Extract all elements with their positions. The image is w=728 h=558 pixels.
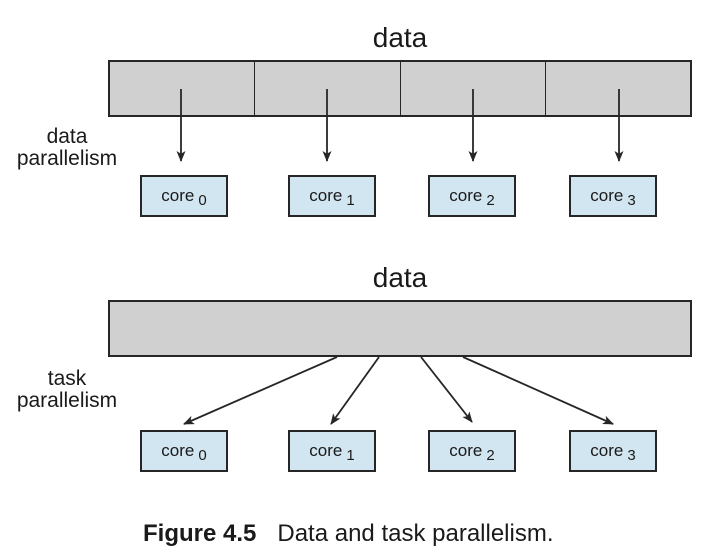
data-parallelism-label-line2: parallelism: [16, 147, 118, 170]
data-array-partitioned: [108, 60, 692, 117]
core-label: core: [449, 441, 483, 460]
fan-arrow-1: [330, 356, 380, 425]
core-index: 3: [627, 191, 636, 209]
core-box-bottom-3: core 3: [569, 430, 657, 472]
core-label: core: [309, 441, 343, 460]
core-index: 1: [346, 191, 355, 209]
core-label: core: [449, 186, 483, 205]
core-box-top-1: core 1: [288, 175, 376, 217]
data-segment-1: [254, 62, 399, 115]
data-segment-3: [544, 62, 690, 115]
task-parallelism-label-line2: parallelism: [16, 389, 118, 412]
core-label: core: [161, 186, 195, 205]
core-box-top-2: core 2: [428, 175, 516, 217]
core-box-bottom-1: core 1: [288, 430, 376, 472]
data-array-whole: [108, 300, 692, 357]
data-parallelism-label: data parallelism: [6, 126, 128, 170]
core-index: 1: [346, 446, 355, 464]
core-label: core: [309, 186, 343, 205]
core-index: 3: [627, 446, 636, 464]
core-box-bottom-0: core 0: [140, 430, 228, 472]
fan-arrow-0: [183, 356, 338, 425]
core-index: 2: [486, 191, 495, 209]
figure-caption: Figure 4.5 Data and task parallelism.: [143, 520, 554, 547]
core-label: core: [161, 441, 195, 460]
core-box-top-3: core 3: [569, 175, 657, 217]
bottom-data-title: data: [372, 262, 428, 293]
task-parallelism-label-line1: task: [47, 367, 87, 390]
core-label: core: [590, 441, 624, 460]
data-segment-2: [399, 62, 545, 115]
data-segment-0: [110, 62, 254, 115]
core-box-bottom-2: core 2: [428, 430, 516, 472]
task-parallelism-label: task parallelism: [6, 368, 128, 412]
top-data-title: data: [372, 22, 428, 53]
figure-caption-number: Figure 4.5: [143, 520, 257, 547]
fan-arrow-3: [462, 356, 614, 425]
core-box-top-0: core 0: [140, 175, 228, 217]
figure-caption-text: Data and task parallelism.: [277, 520, 554, 547]
core-index: 0: [198, 191, 207, 209]
core-label: core: [590, 186, 624, 205]
data-parallelism-label-line1: data: [46, 125, 88, 148]
core-index: 0: [198, 446, 207, 464]
core-index: 2: [486, 446, 495, 464]
fan-arrow-2: [420, 356, 473, 423]
